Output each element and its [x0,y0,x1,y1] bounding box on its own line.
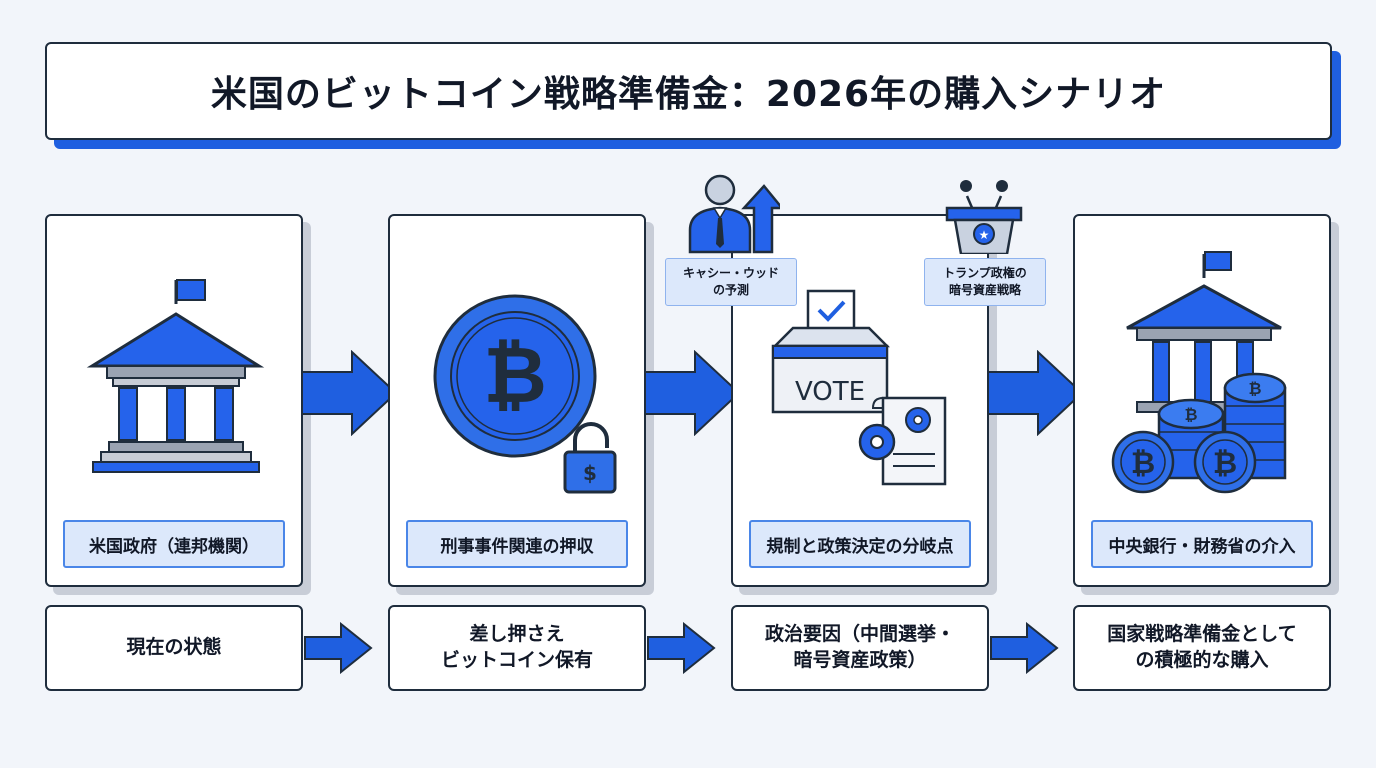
callout-trump-strategy: トランプ政権の 暗号資産戦略 [924,258,1046,306]
callout-cathie-line2: の予測 [712,283,749,297]
callout-trump-line1: トランプ政権の [943,265,1027,280]
stage-card-central-bank: ₿ ₿ ₿ ₿ 中央銀行・財務省の介入 [1073,214,1331,587]
bottom-box-political-factors: 政治要因（中間選挙・ 暗号資産政策） [731,605,989,691]
arrow-right-icon [987,350,1084,436]
svg-text:$: $ [583,461,597,485]
svg-text:₿: ₿ [1184,405,1197,424]
bottom-box-active-purchase: 国家戦略準備金として の積極的な購入 [1073,605,1331,691]
bottom-text: 現在の状態 [126,636,222,659]
stage-label-government: 米国政府（連邦機関） [63,520,285,568]
callout-cathie-wood: キャシー・ウッド の予測 [665,258,797,306]
svg-text:₿: ₿ [483,331,547,421]
title-banner: 米国のビットコイン戦略準備金：2026年の購入シナリオ [45,42,1332,140]
arrow-right-icon [301,350,398,436]
bottom-box-current-state: 現在の状態 [45,605,303,691]
stage-label-central-bank: 中央銀行・財務省の介入 [1091,520,1313,568]
svg-text:₿: ₿ [1248,379,1261,398]
arrow-right-icon [644,350,741,436]
page-title: 米国のビットコイン戦略準備金：2026年の購入シナリオ [210,74,1167,115]
bottom-text: 暗号資産政策） [793,649,927,671]
bottom-text: 差し押さえ [469,623,565,646]
svg-text:₿: ₿ [1131,446,1155,481]
small-arrow-right-icon [304,622,373,674]
svg-text:₿: ₿ [1213,446,1237,481]
podium-icon: ★ [945,180,1023,254]
callout-trump-line2: 暗号資産戦略 [948,283,1021,297]
analyst-growth-icon [688,174,780,254]
bottom-text: 政治要因（中間選挙・ [764,623,955,646]
bank-bitcoin-stack-icon: ₿ ₿ ₿ ₿ [1111,251,1287,494]
bottom-text: 国家戦略準備金として [1107,623,1297,646]
stage-card-government: 米国政府（連邦機関） [45,214,303,587]
svg-text:VOTE: VOTE [795,377,865,407]
bottom-text: の積極的な購入 [1135,649,1269,671]
bitcoin-coin-lock-icon: ₿ $ [433,294,617,494]
small-arrow-right-icon [990,622,1059,674]
ballot-box-icon: VOTE [771,289,947,486]
stage-label-policy: 規制と政策決定の分岐点 [749,520,971,568]
bottom-box-seized-holdings: 差し押さえ ビットコイン保有 [388,605,646,691]
stage-card-seizure: ₿ $ 刑事事件関連の押収 [388,214,646,587]
small-arrow-right-icon [647,622,716,674]
government-building-icon [86,279,265,473]
svg-text:★: ★ [979,228,990,242]
stage-label-seizure: 刑事事件関連の押収 [406,520,628,568]
callout-cathie-line1: キャシー・ウッド [682,265,779,280]
bottom-text: ビットコイン保有 [440,649,593,671]
